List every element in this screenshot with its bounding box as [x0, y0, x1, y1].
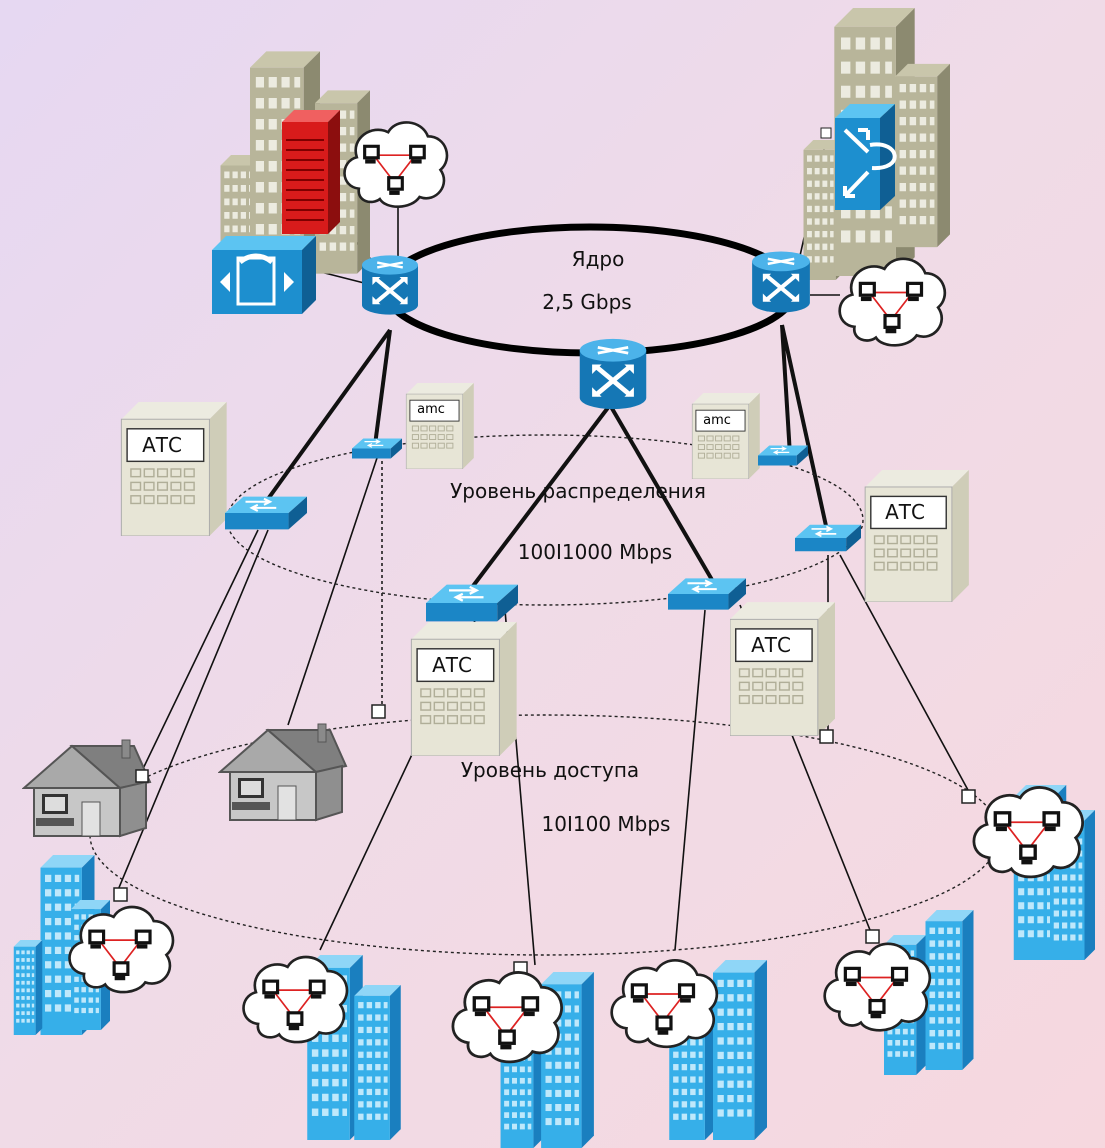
distribution-switch-icon — [668, 577, 746, 611]
exchange-building: АТС — [730, 602, 835, 736]
distribution-switch-icon — [795, 523, 861, 553]
exchange-label: АТС — [751, 633, 791, 657]
distribution-switch-icon — [225, 495, 307, 531]
house-icon — [219, 723, 347, 821]
exchange-label: АТС — [885, 500, 925, 524]
access-label: Уровень доступа — [461, 758, 639, 782]
small-exchange-label: amc — [703, 413, 731, 428]
core-uplinks — [258, 324, 830, 592]
exchange-building: АТС — [864, 470, 970, 602]
distribution-label: Уровень распределения — [450, 479, 706, 503]
ip-phone-icon — [212, 236, 316, 314]
distribution-speed: 100I1000 Mbps — [518, 540, 672, 564]
small-exchange-label: amc — [417, 402, 445, 417]
cloud-lan-icon — [610, 959, 719, 1049]
client-building-icon — [713, 960, 767, 1140]
distribution-switch-icon — [758, 444, 808, 467]
small-exchange-building: amc — [405, 383, 475, 469]
port-icon — [820, 127, 832, 139]
exchange-building-icon — [405, 383, 475, 469]
exchange-building-icon — [691, 393, 761, 479]
client-building-icon — [13, 940, 43, 1035]
layer3-switch-icon — [835, 104, 897, 210]
exchange-building-icon — [730, 602, 835, 736]
small-exchange-building: amc — [691, 393, 761, 479]
exchange-label: АТС — [432, 653, 472, 677]
access-speed: 10I100 Mbps — [542, 812, 671, 836]
core-router-icon — [362, 255, 418, 314]
office-building-icon — [895, 63, 950, 248]
house-icon — [23, 739, 151, 837]
core-label: Ядро — [572, 247, 625, 271]
core-speed: 2,5 Gbps — [542, 290, 631, 314]
cloud-lan-icon — [972, 786, 1085, 879]
exchange-building: АТС — [410, 622, 518, 756]
core-router-icon — [580, 339, 647, 409]
distribution-switch-icon — [424, 583, 520, 623]
exchange-building-icon — [864, 470, 970, 602]
exchange-building: АТС — [120, 402, 228, 536]
firewall-icon — [282, 110, 340, 234]
office-campus-right — [803, 8, 950, 347]
access-ports — [113, 704, 976, 976]
core-router-icon — [752, 251, 810, 312]
office-campus-left — [212, 51, 449, 314]
exchange-label: АТС — [142, 433, 182, 457]
client-building-icon — [925, 910, 974, 1070]
distribution-switch-icon — [352, 437, 402, 460]
client-building-icon — [354, 985, 401, 1140]
exchange-building-icon — [120, 402, 228, 536]
exchange-building-icon — [410, 622, 518, 756]
